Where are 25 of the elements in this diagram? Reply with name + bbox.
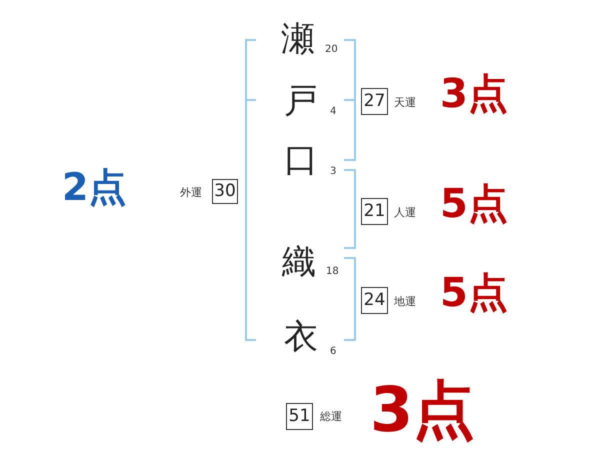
fortune-label: 天運 xyxy=(394,97,416,108)
score-text: 3点 xyxy=(370,379,476,441)
count-box: 27 xyxy=(361,88,388,115)
stroke-count: 4 xyxy=(330,107,336,117)
score-text: 3点 xyxy=(440,74,508,114)
stroke-count: 20 xyxy=(325,45,338,55)
count-box: 24 xyxy=(361,287,388,314)
fortune-label: 外運 xyxy=(180,187,202,198)
fortune-label: 総運 xyxy=(320,411,342,422)
fortune-label: 人運 xyxy=(394,207,416,218)
name-character: 口 xyxy=(284,143,318,177)
name-character: 衣 xyxy=(284,320,318,354)
name-character: 織 xyxy=(282,245,316,279)
name-character: 戸 xyxy=(284,84,318,118)
score-text: 5点 xyxy=(440,184,508,224)
score-text: 5点 xyxy=(440,273,508,313)
fortune-label: 地運 xyxy=(394,296,416,307)
stroke-count: 18 xyxy=(326,267,339,277)
stroke-count: 6 xyxy=(330,347,336,357)
count-box: 30 xyxy=(212,179,238,204)
count-box: 21 xyxy=(361,198,388,225)
count-box: 51 xyxy=(286,403,313,430)
score-text: 2点 xyxy=(62,168,126,206)
stroke-count: 3 xyxy=(330,167,336,177)
name-character: 瀬 xyxy=(281,22,315,56)
